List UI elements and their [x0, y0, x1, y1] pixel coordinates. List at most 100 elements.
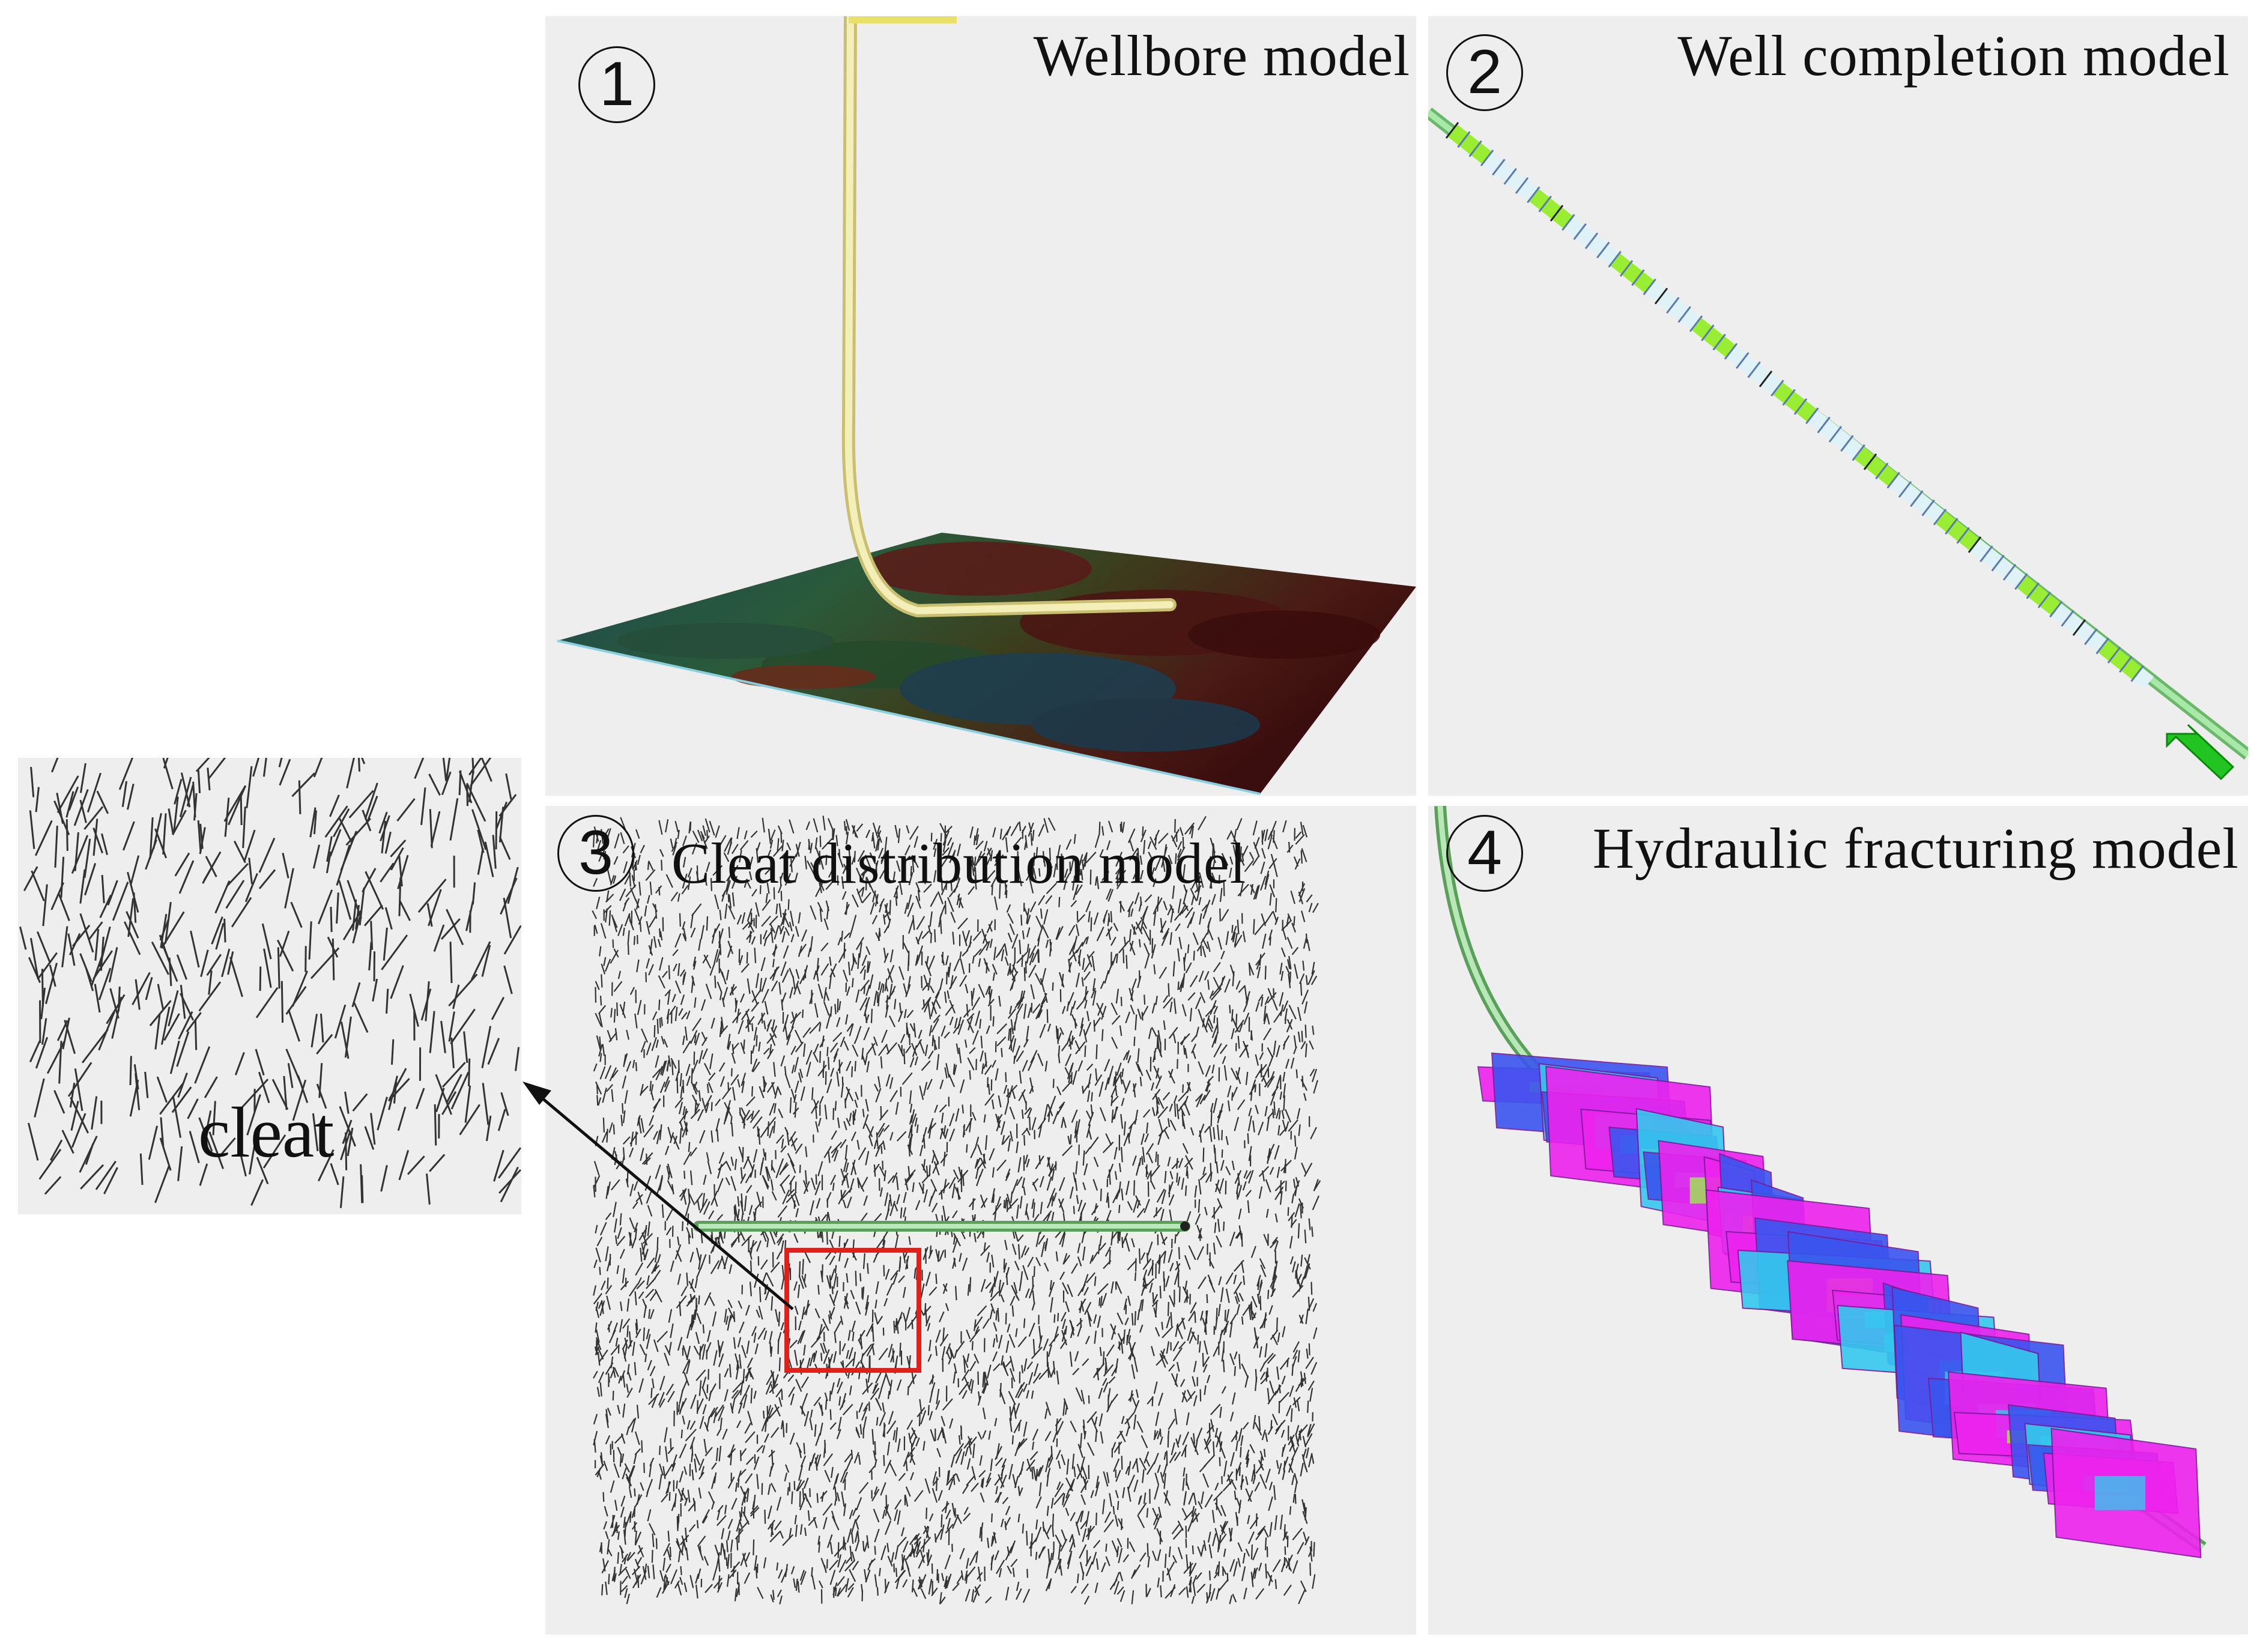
completion-segment: [1482, 151, 1504, 174]
cleat-mark: [924, 997, 931, 1012]
cleat-mark: [989, 1309, 993, 1320]
cleat-mark: [1302, 824, 1308, 838]
cleat-mark: [895, 1176, 899, 1190]
cleat-mark: [1180, 981, 1184, 993]
cleat-mark: [1053, 1192, 1057, 1202]
cleat-mark: [672, 949, 679, 957]
cleat-mark: [874, 893, 879, 904]
cleat-mark: [745, 1456, 754, 1465]
cleat-mark: [903, 1286, 906, 1298]
cleat-mark: [1151, 1551, 1157, 1561]
cleat-mark: [1110, 1325, 1116, 1340]
cleat-mark: [1026, 1531, 1028, 1546]
cleat-mark: [1259, 1372, 1265, 1381]
cleat-mark: [952, 1238, 959, 1253]
cleat-mark: [929, 911, 933, 927]
completion-segment: [2028, 584, 2050, 607]
cleat-mark: [1007, 1546, 1010, 1556]
cleat-mark: [636, 1405, 640, 1419]
cleat-mark: [1290, 1408, 1293, 1422]
cleat-mark: [1237, 1185, 1243, 1198]
cleat-mark: [1298, 1124, 1301, 1136]
cleat-mark: [1075, 1161, 1078, 1175]
cleat-mark: [632, 1201, 638, 1209]
cleat-mark: [716, 1582, 723, 1593]
cleat-mark: [831, 1142, 843, 1154]
cleat-mark: [1148, 1027, 1152, 1039]
completion-segment: [2097, 640, 2119, 662]
cleat-mark: [780, 1055, 786, 1067]
cleat-mark: [703, 1556, 709, 1566]
completion-segment: [1691, 317, 1713, 339]
cleat-mark: [1032, 1202, 1035, 1218]
cleat-mark: [1285, 1109, 1292, 1123]
cleat-mark: [1153, 878, 1157, 888]
cleat-mark: [766, 849, 772, 859]
cleat-mark: [1084, 1000, 1088, 1009]
cleat-mark: [863, 969, 866, 980]
cleat-mark: [1230, 1478, 1237, 1490]
cleat-mark: [1211, 1204, 1222, 1218]
cleat-mark: [1295, 1263, 1299, 1275]
cleat-mark: [845, 1457, 853, 1471]
cleat-mark: [915, 882, 921, 893]
cleat-mark: [763, 1330, 768, 1340]
cleat-mark: [861, 892, 871, 904]
cleat-mark: [862, 1403, 869, 1412]
cleat-mark: [957, 895, 964, 909]
cleat-mark: [945, 1579, 948, 1590]
cleat-mark: [822, 1060, 825, 1075]
cleat-mark: [1182, 837, 1184, 849]
cleat-mark: [871, 1042, 876, 1056]
cleat-mark: [965, 1574, 968, 1584]
cleat-mark: [919, 1085, 924, 1100]
cleat-mark: [656, 1331, 668, 1343]
cleat-mark: [692, 956, 696, 967]
cleat-mark: [698, 1130, 706, 1144]
cleat-mark: [974, 1136, 980, 1149]
cleat-mark: [740, 1380, 744, 1396]
cleat-mark: [1273, 830, 1275, 843]
cleat-mark: [1085, 1525, 1095, 1537]
cleat-mark: [714, 1545, 720, 1556]
cleat-mark: [910, 866, 912, 877]
cleat-mark: [1160, 1350, 1169, 1365]
cleat-mark: [737, 1079, 741, 1088]
cleat-mark: [1157, 1549, 1162, 1561]
cleat-mark: [1134, 1109, 1139, 1125]
cleat-mark: [1307, 970, 1315, 985]
cleat-mark: [1016, 1588, 1022, 1600]
cleat-mark: [1153, 1513, 1159, 1525]
cleat-mark: [865, 829, 871, 838]
cleat-mark: [665, 1563, 671, 1573]
cleat-mark: [1046, 1176, 1052, 1191]
cleat-mark: [905, 1307, 911, 1321]
cleat-mark: [877, 996, 880, 1006]
cleat-mark: [1115, 852, 1123, 867]
cleat-mark: [1276, 1460, 1279, 1469]
cleat-mark: [605, 1212, 612, 1220]
cleat-mark: [1165, 1275, 1170, 1287]
cleat-mark: [1130, 1004, 1135, 1015]
cleat-mark: [1116, 1538, 1122, 1548]
cleat-mark: [664, 1427, 668, 1442]
cleat-mark: [1131, 1313, 1134, 1326]
cleat-mark: [1072, 876, 1076, 891]
cleat-mark: [742, 1147, 744, 1163]
cleat-mark: [659, 1570, 664, 1582]
cleat-mark: [1226, 1471, 1234, 1482]
cleat-mark: [1245, 1190, 1252, 1197]
cleat-mark: [1171, 1373, 1178, 1387]
cleat-mark: [780, 1158, 784, 1167]
cleat-mark: [707, 1160, 712, 1175]
completion-segment: [2051, 603, 2073, 625]
cleat-mark: [1086, 1310, 1092, 1322]
cleat-mark: [1225, 1136, 1229, 1145]
cleat-mark: [1182, 1143, 1189, 1154]
cleat-mark: [769, 1524, 774, 1536]
cleat-mark: [980, 1157, 986, 1169]
cleat-mark: [1262, 1075, 1268, 1086]
cleat-mark: [1113, 1458, 1120, 1472]
cleat-mark: [918, 1579, 922, 1588]
cleat-mark: [1055, 1534, 1062, 1548]
